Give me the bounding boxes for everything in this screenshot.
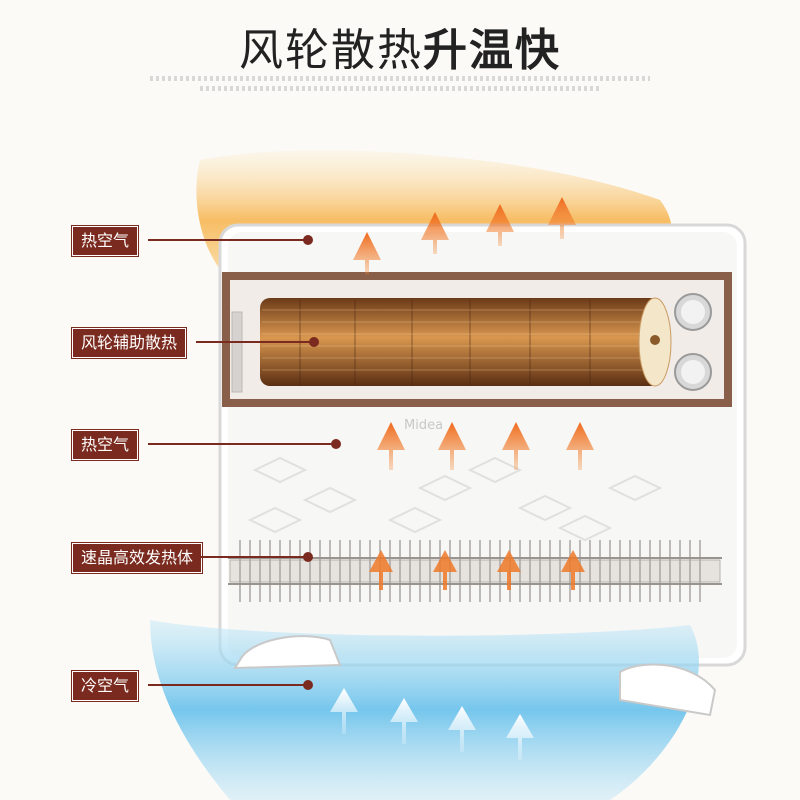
panel-pattern <box>247 456 663 542</box>
heating-element <box>228 540 722 602</box>
fan-rotor <box>260 297 672 387</box>
leader-heating-element <box>196 552 313 562</box>
hot-arrows-top <box>353 197 576 274</box>
cold-arrows <box>330 688 534 760</box>
cold-airflow <box>150 620 699 800</box>
brand-logo: Midea <box>404 418 444 433</box>
heater-feet <box>233 635 717 717</box>
title-decoration <box>150 76 650 81</box>
title-decoration-2 <box>200 86 600 91</box>
label-cold-air: 冷空气 <box>72 671 139 701</box>
leader-fan-assist <box>196 337 319 347</box>
leader-cold-air <box>148 680 313 690</box>
control-knobs <box>674 293 712 391</box>
hot-arrows-bottom <box>369 550 585 590</box>
hot-arrows-middle <box>377 422 594 470</box>
leader-hot-air-mid <box>148 439 341 449</box>
leader-hot-air-top <box>148 235 313 245</box>
label-heating-element: 速晶高效发热体 <box>72 543 203 573</box>
label-fan-assist: 风轮辅助散热 <box>72 328 187 358</box>
title-part-2: 升温快 <box>423 25 561 76</box>
label-hot-air-mid: 热空气 <box>72 430 139 460</box>
title-part-1: 风轮散热 <box>239 25 423 76</box>
page-title: 风轮散热升温快 <box>0 14 800 78</box>
label-hot-air-top: 热空气 <box>72 226 139 256</box>
